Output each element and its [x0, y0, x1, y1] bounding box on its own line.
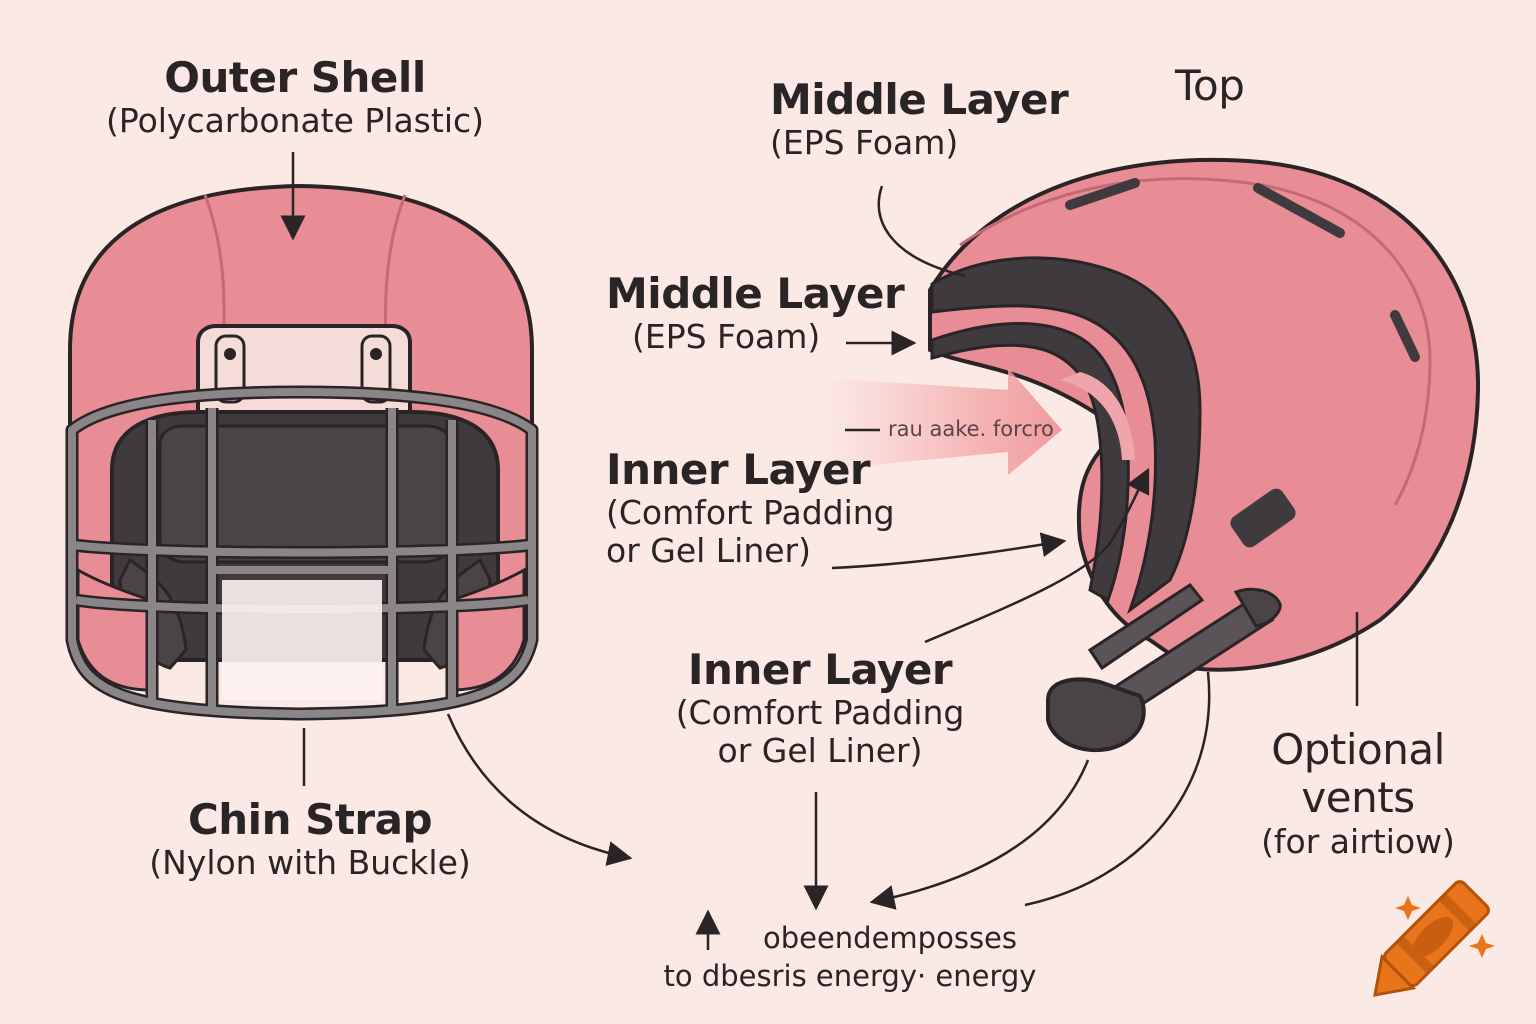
- middle-layer-title: Middle Layer: [606, 269, 905, 318]
- label-chin-strap: Chin Strap (Nylon with Buckle): [120, 795, 500, 883]
- label-middle-layer-top: Middle Layer (EPS Foam): [770, 75, 1069, 163]
- inner-layer-left-sub2: or Gel Liner): [606, 531, 811, 571]
- optional-vents-line1: Optional: [1271, 725, 1445, 774]
- side-helmet: [928, 157, 1481, 753]
- bottom-note-line2: to dbesris energy· energy: [663, 958, 1037, 993]
- inner-layer-left-title: Inner Layer: [606, 445, 871, 494]
- optional-vents-line3: (for airtiow): [1261, 821, 1455, 861]
- eps-foam-band: [930, 256, 1202, 615]
- inner-layer-center-title: Inner Layer: [687, 645, 953, 694]
- sparkle-icon: [1395, 896, 1495, 958]
- ear-vent: [1230, 488, 1296, 548]
- label-middle-layer: Middle Layer (EPS Foam): [606, 269, 905, 357]
- label-optional-vents: Optional vents (for airtiow): [1240, 725, 1476, 861]
- inner-layer-center-sub1: (Comfort Padding: [675, 693, 965, 733]
- side-chin-strap: [1046, 583, 1282, 753]
- bottom-note: obeendemposses to dbesris energy· energy: [640, 920, 1060, 995]
- leader-lines: [280, 152, 1359, 950]
- label-top: Top: [1175, 61, 1275, 110]
- vent-slots: [1065, 178, 1420, 362]
- chin-strap-sub: (Nylon with Buckle): [149, 843, 471, 883]
- chin-strap-title: Chin Strap: [187, 795, 433, 844]
- fade-arrow: [820, 368, 1062, 475]
- fade-note: rau aake. forcro: [888, 417, 1054, 441]
- outer-shell-title: Outer Shell: [164, 53, 426, 102]
- label-outer-shell: Outer Shell (Polycarbonate Plastic): [90, 53, 500, 141]
- crayon-icon: [1373, 880, 1490, 997]
- front-helmet: [65, 183, 539, 721]
- top-title: Top: [1175, 61, 1245, 110]
- inner-layer-left-sub1: (Comfort Padding: [606, 493, 895, 533]
- middle-layer-top-title: Middle Layer: [770, 75, 1069, 124]
- optional-vents-line2: vents: [1301, 773, 1415, 823]
- bottom-note-line1: obeendemposses: [762, 921, 1018, 955]
- middle-layer-sub: (EPS Foam): [632, 317, 821, 357]
- label-inner-layer-center: Inner Layer (Comfort Padding or Gel Line…: [640, 645, 1000, 771]
- middle-layer-top-sub: (EPS Foam): [770, 123, 959, 163]
- inner-layer-center-sub2: or Gel Liner): [717, 731, 923, 771]
- label-inner-layer-left: Inner Layer (Comfort Padding or Gel Line…: [606, 445, 895, 571]
- outer-shell-sub: (Polycarbonate Plastic): [105, 101, 485, 141]
